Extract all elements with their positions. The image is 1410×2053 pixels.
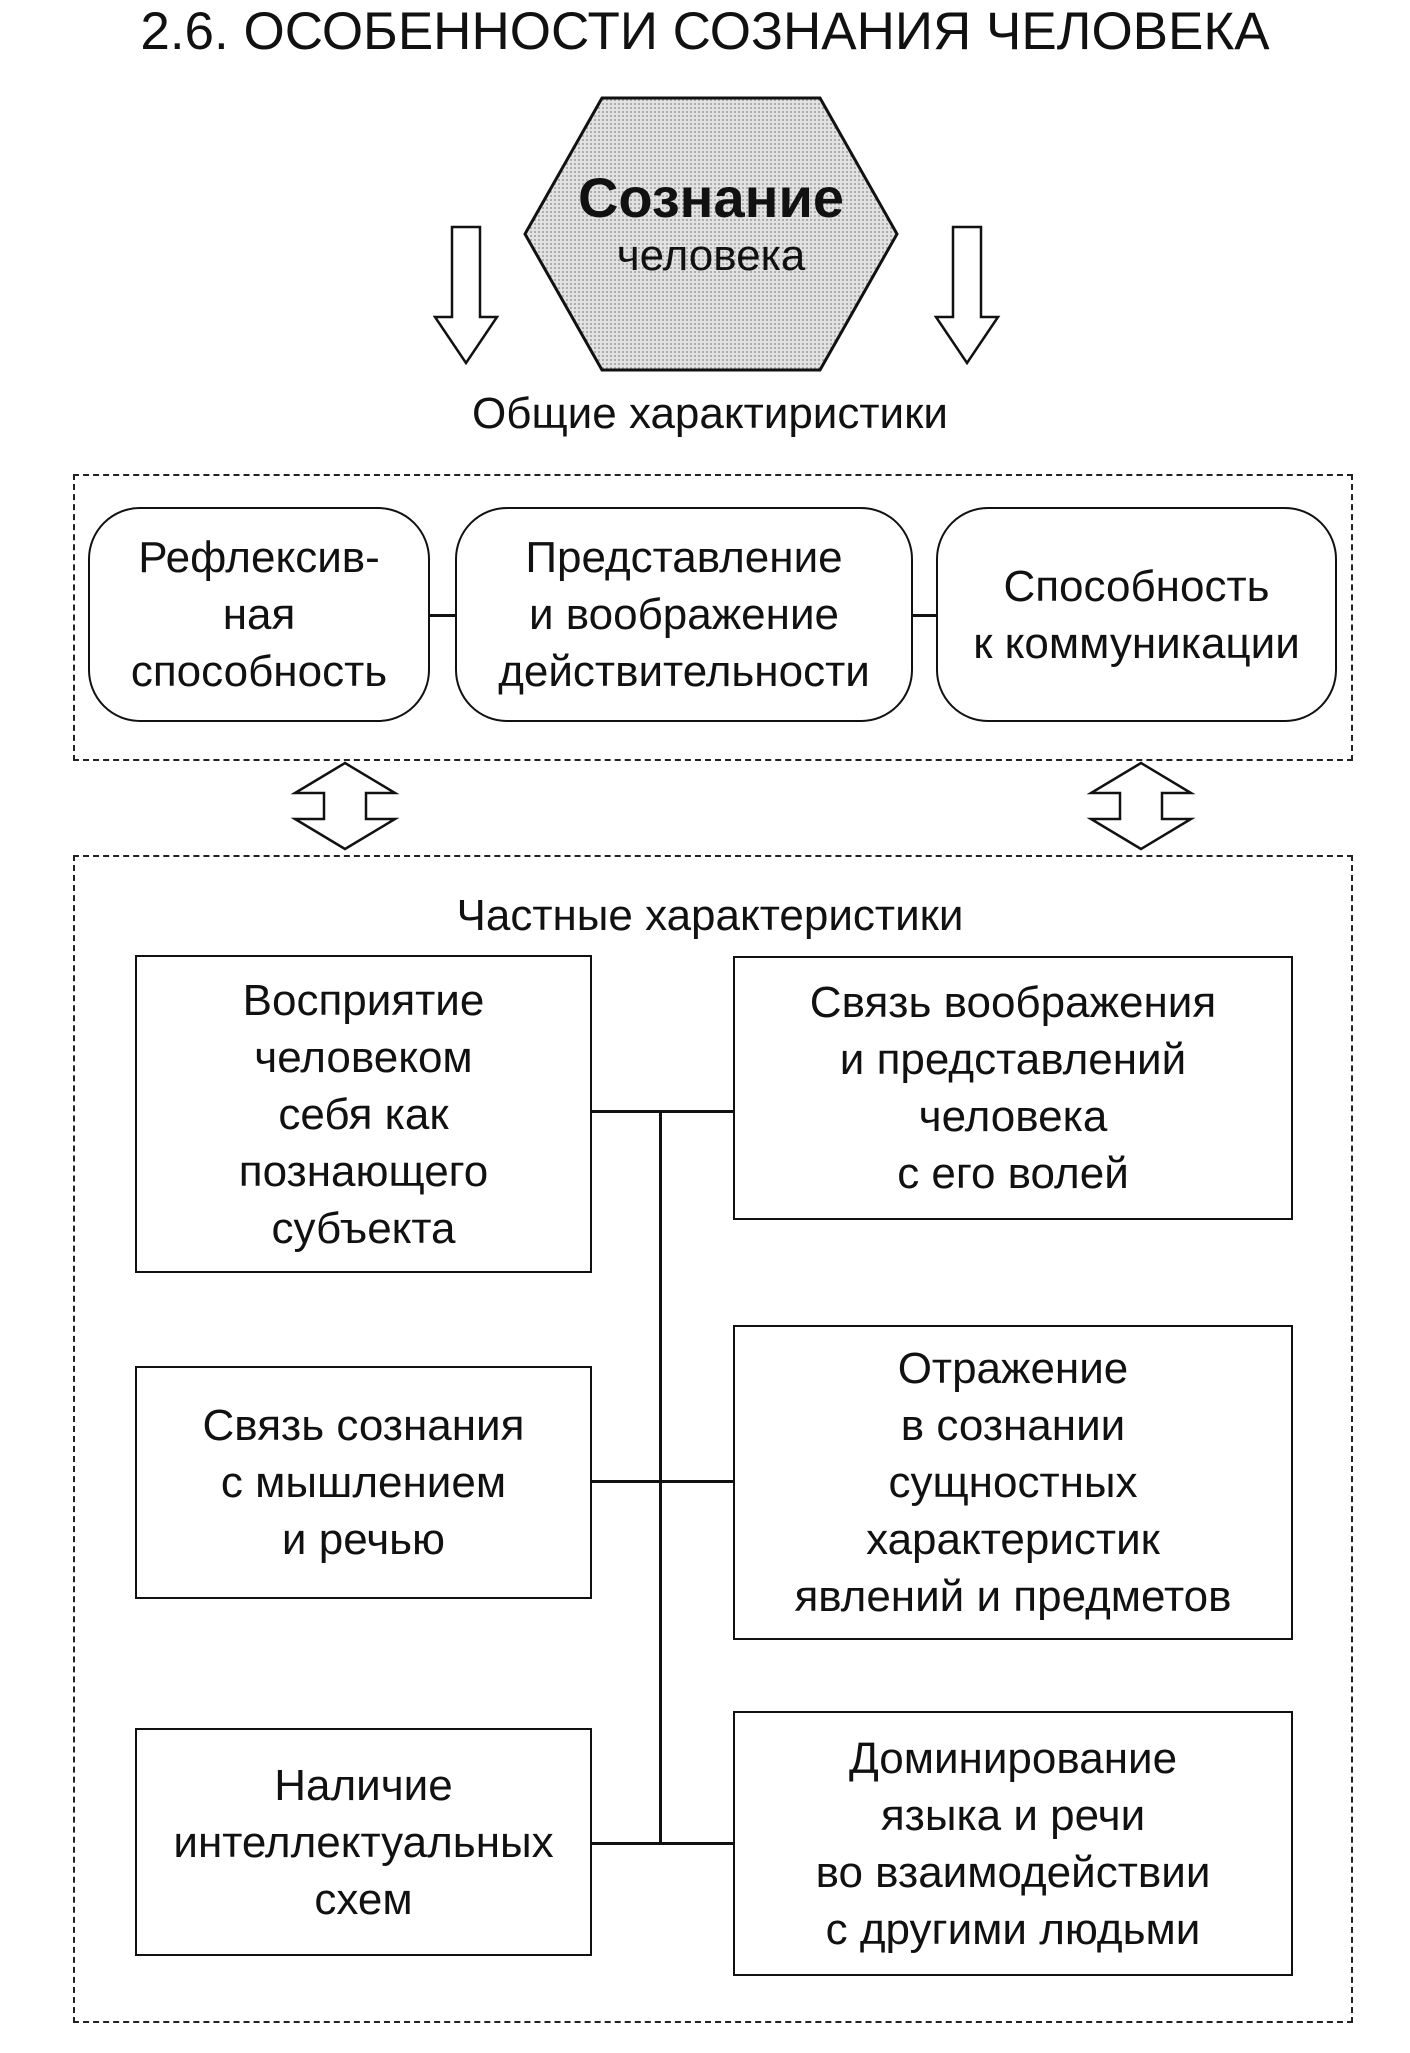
particular-left-thinking-speech: Связь сознания с мышлением и речью [135, 1366, 592, 1599]
down-arrow-right [933, 225, 1001, 366]
page-title: 2.6. ОСОБЕННОСТИ СОЗНАНИЯ ЧЕЛОВЕКА [140, 2, 1270, 61]
particular-container [73, 855, 1353, 2023]
center-subtitle: человека [616, 231, 806, 280]
connector-row-2 [590, 1480, 735, 1483]
general-label: Общие характиристики [472, 389, 948, 438]
down-arrow-left [432, 225, 500, 366]
general-item-reflexive: Рефлексив- ная способность [88, 507, 430, 722]
hexagon-shape [523, 96, 899, 372]
double-arrow-left [290, 761, 400, 851]
connector-line [430, 614, 457, 617]
particular-label: Частные характеристики [456, 891, 964, 940]
vertical-spine [659, 1110, 662, 1844]
double-arrow-right [1086, 761, 1196, 851]
center-title: Сознание [577, 166, 845, 229]
particular-left-intellectual-schemes: Наличие интеллектуальных схем [135, 1728, 592, 1956]
general-item-communication: Способность к коммуникации [936, 507, 1337, 722]
particular-right-language-dominance: Доминирование языка и речи во взаимодейс… [733, 1711, 1293, 1976]
general-container [73, 474, 1353, 761]
consciousness-hexagon: Сознание человека [522, 95, 900, 373]
particular-right-imagination-will: Связь воображения и представлений челове… [733, 956, 1293, 1220]
general-item-imagination: Представление и воображение действительн… [455, 507, 913, 722]
particular-left-self-perception: Восприятие человеком себя как познающего… [135, 955, 592, 1273]
connector-row-1 [590, 1110, 735, 1113]
particular-right-reflection: Отражение в сознании сущностных характер… [733, 1325, 1293, 1640]
connector-line [912, 614, 938, 617]
connector-row-3 [590, 1842, 735, 1845]
